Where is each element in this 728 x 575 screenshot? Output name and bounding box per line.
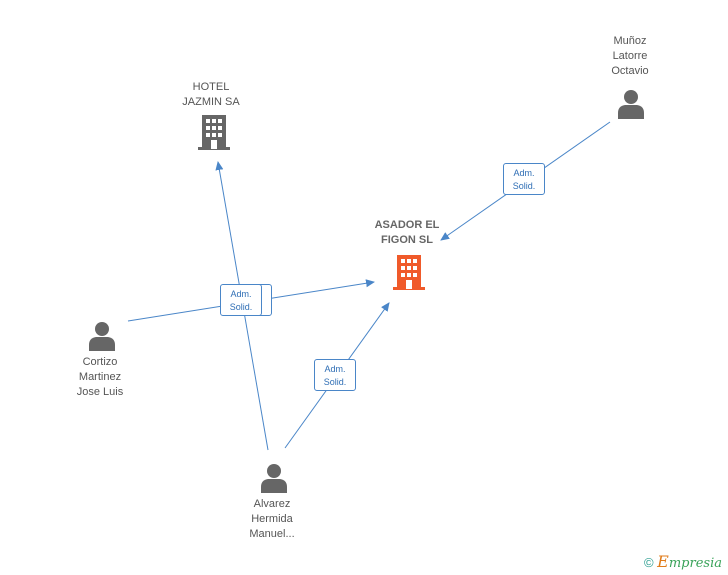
node-asador-el-figon[interactable]: ASADOR EL FIGON SL (357, 218, 457, 292)
badge-role-line: Solid. (512, 181, 536, 191)
brand-initial: E (657, 552, 669, 571)
empresia-logo: © Empresia (644, 552, 722, 571)
relation-badge-alvarez-asador[interactable]: Adm. Solid. (314, 359, 356, 391)
badge-role-line: Adm. (513, 168, 535, 178)
node-label-line: JAZMIN SA (182, 96, 240, 108)
node-label-line: Alvarez (253, 498, 291, 510)
node-cortizo-martinez-jose-luis[interactable]: Cortizo Martinez Jose Luis (50, 318, 150, 402)
relation-badge-munoz-asador[interactable]: Adm. Solid. (503, 163, 545, 195)
badge-role-line: Adm. (230, 289, 252, 299)
node-label-line: FIGON SL (381, 234, 433, 246)
node-label-line: Latorre (612, 50, 648, 62)
node-label-line: Martinez (78, 371, 122, 383)
person-icon (89, 322, 115, 351)
node-label-line: Octavio (611, 65, 649, 77)
copyright-symbol: © (643, 555, 654, 570)
node-munoz-latorre-octavio[interactable]: Muñoz Latorre Octavio (580, 34, 680, 124)
node-label-line: Jose Luis (76, 386, 124, 398)
node-label-line: HOTEL (192, 81, 230, 93)
person-icon (618, 90, 644, 119)
node-label-line: Manuel... (249, 528, 295, 540)
brand-name: Empresia (657, 552, 722, 571)
building-icon (393, 255, 425, 290)
node-label-line: Cortizo (82, 356, 118, 368)
node-alvarez-hermida-manuel[interactable]: Alvarez Hermida Manuel... (222, 460, 322, 544)
person-icon (261, 464, 287, 493)
node-hotel-jazmin[interactable]: HOTEL JAZMIN SA (161, 80, 261, 152)
badge-role-line: Solid. (323, 377, 347, 387)
brand-rest: mpresia (668, 556, 722, 571)
badge-role-line: Solid. (229, 302, 253, 312)
node-label-line: Muñoz (613, 35, 647, 47)
building-icon (198, 115, 230, 150)
relation-badge-cortizo-asador[interactable]: Adm. Solid. (220, 284, 262, 316)
node-label-line: Hermida (251, 513, 293, 525)
node-label-line: ASADOR EL (374, 219, 440, 231)
badge-role-line: Adm. (324, 364, 346, 374)
